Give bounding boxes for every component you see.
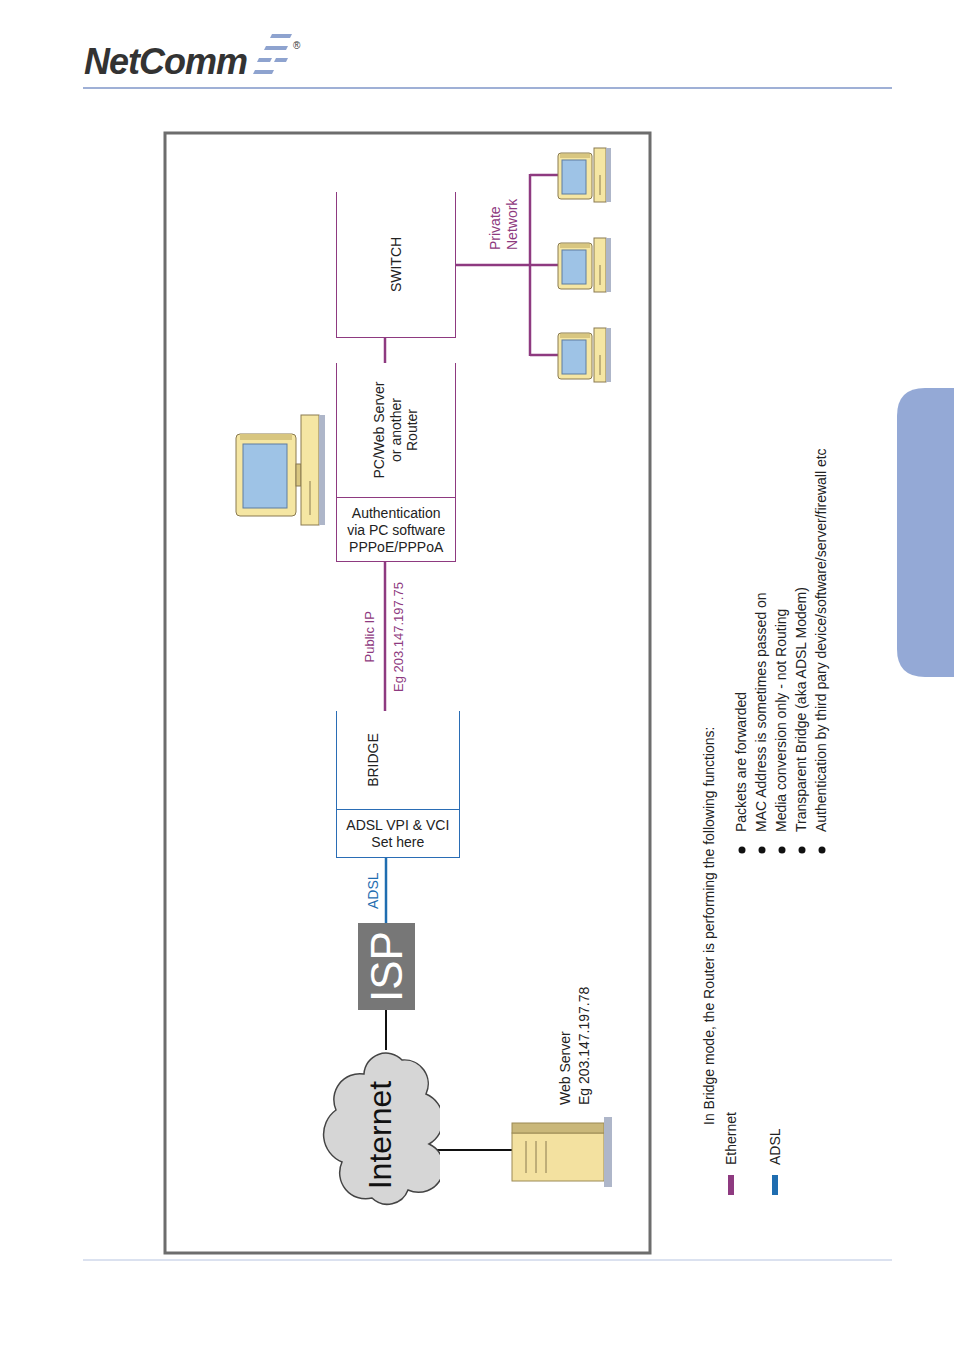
pc-icon [236, 415, 325, 525]
bullet-text: Packets are forwarded [733, 692, 750, 832]
node-text: ISP [365, 931, 409, 1002]
diagram-frame [165, 133, 650, 1253]
server-wire [426, 1149, 512, 1151]
bullet-dot [759, 847, 766, 854]
footer-rule [83, 1260, 892, 1261]
switch-drop [456, 264, 530, 267]
monitor [236, 434, 296, 516]
logo-dash [257, 58, 272, 62]
connector-line [384, 562, 387, 711]
legend-text: ADSL [767, 1128, 784, 1165]
legend-text: Ethernet [723, 1112, 740, 1165]
node-text: SWITCH [388, 237, 405, 292]
connector-line [384, 338, 387, 363]
node-text: PC/Web Server or another Router [371, 378, 421, 483]
authentication-box: Authentication via PC software PPPoE/PPP… [337, 497, 455, 561]
bullet-dot [739, 847, 746, 854]
desktop-case [301, 415, 319, 525]
private-network-wires [456, 174, 558, 356]
bullet-text: MAC Address is sometimes passed on [753, 592, 770, 832]
desktop-base [319, 415, 325, 525]
side-tab [897, 388, 954, 677]
client-pc-icon [558, 328, 611, 382]
isp-box: ISP [358, 923, 415, 1010]
branch-wire [530, 354, 558, 357]
logo-dash [253, 70, 274, 74]
screen [243, 444, 287, 508]
link-label: Public IP [362, 611, 378, 662]
network-label: Private Network [487, 188, 521, 250]
cloud-outline [324, 1053, 440, 1204]
bullet-text: Authentication by third pary device/soft… [813, 448, 830, 832]
adsl-settings-box: ADSL VPI & VCI Set here [337, 809, 459, 857]
server-address: Eg 203.147.197.78 [576, 987, 593, 1105]
registered-mark: ® [293, 40, 300, 52]
cloud-node: Internet [320, 1050, 440, 1220]
legend-swatch [772, 1175, 778, 1195]
branch-wire [530, 174, 558, 177]
note-heading: In Bridge mode, the Router is performing… [701, 727, 718, 1125]
header-rule [83, 87, 892, 89]
drive-slot [546, 1141, 547, 1173]
monitor-neck [296, 464, 301, 486]
logo-dashes [253, 34, 292, 74]
node-text: ADSL VPI & VCI Set here [342, 817, 454, 851]
pc-box: PC/Web Server or another RouterAuthentic… [336, 363, 456, 562]
logo-dash [274, 58, 288, 62]
server-icon [512, 1117, 612, 1187]
connector-line [385, 858, 388, 923]
connector-line [385, 1010, 387, 1050]
server-case [512, 1133, 604, 1181]
client-pc-icon [558, 148, 611, 202]
bullet-text: Transparent Bridge (aka ADSL Modem) [793, 587, 810, 832]
monitor-side [240, 434, 292, 440]
branch-wire [530, 264, 558, 267]
bridge-box: BRIDGE ADSL VPI & VCI Set here [336, 711, 460, 858]
link-address: Eg 203.147.197.75 [391, 582, 407, 692]
logo-text: NetComm [84, 40, 247, 83]
drive-slot [526, 1141, 527, 1173]
switch-box: SWITCH [336, 192, 456, 338]
legend-swatch [728, 1175, 734, 1195]
bullet-dots [739, 847, 826, 854]
bullet-text: Media conversion only - not Routing [773, 609, 790, 832]
bullet-dot [819, 847, 826, 854]
logo-dash [270, 34, 292, 38]
node-text: Internet [361, 1081, 399, 1190]
node-text: Authentication via PC software PPPoE/PPP… [344, 505, 448, 555]
drive-slot [310, 481, 311, 515]
server-label: Web Server [557, 1031, 574, 1105]
bullet-dot [799, 847, 806, 854]
server-side [512, 1123, 604, 1133]
bullet-dot [779, 847, 786, 854]
drive-slot [536, 1141, 537, 1173]
logo-dash [264, 46, 288, 50]
server-base [604, 1117, 612, 1187]
node-text: BRIDGE [365, 733, 382, 787]
connector-label: ADSL [365, 872, 382, 909]
client-pc-icon [558, 238, 611, 292]
